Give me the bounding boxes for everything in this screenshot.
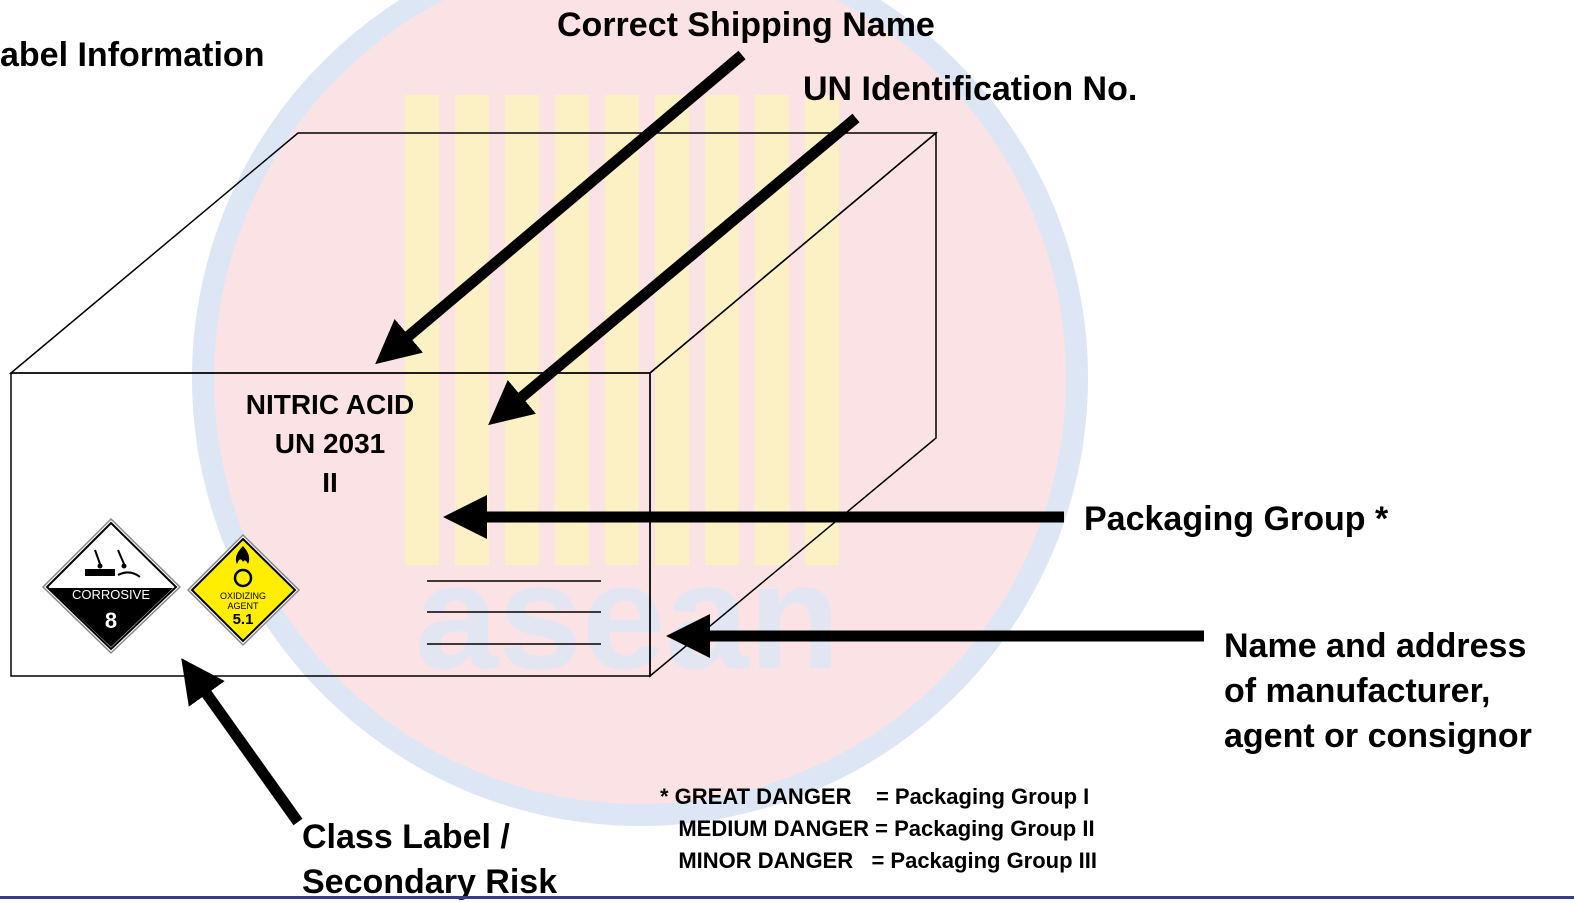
callout-manufacturer-line3: agent or consignor [1224, 717, 1532, 755]
callout-class-label-line2: Secondary Risk [302, 863, 558, 901]
arrow-shipping-name [375, 50, 746, 365]
address-lines [427, 580, 601, 645]
legend-line-2: MEDIUM DANGER = Packaging Group II [660, 816, 1095, 841]
callout-manufacturer-line2: of manufacturer, [1224, 672, 1491, 710]
callout-un-number: UN Identification No. [803, 70, 1138, 108]
flame-over-circle-icon [233, 546, 253, 588]
marking-packaging-group: II [322, 467, 338, 498]
corrosive-class-number: 8 [105, 608, 117, 633]
oxidizer-label-text-line1: OXIDIZING [220, 591, 266, 601]
callout-packaging-group: Packaging Group * [1084, 500, 1389, 538]
oxidizer-label-text-line2: AGENT [227, 601, 259, 611]
marking-un-number: UN 2031 [274, 428, 386, 459]
legend-line-3: MINOR DANGER = Packaging Group III [660, 848, 1098, 873]
corrosive-class-8-label: CORROSIVE 8 [41, 517, 182, 655]
asean-wordmark: asean [415, 532, 840, 700]
callout-arrows [181, 50, 1204, 826]
bottom-rule [0, 896, 1574, 899]
callout-shipping-name: Correct Shipping Name [557, 6, 935, 44]
legend-line-1: * GREAT DANGER = Packaging Group I [660, 784, 1090, 809]
page-title: abel Information [0, 36, 265, 74]
arrow-class-label [181, 658, 303, 826]
asean-watermark: asean [192, 0, 1088, 826]
callout-class-label-line1: Class Label / [302, 818, 510, 856]
package-box [8, 131, 939, 678]
corrosive-label-text: CORROSIVE [72, 587, 150, 602]
oxidizer-class-5-1-label: OXIDIZING AGENT 5.1 [186, 533, 301, 647]
oxidizer-class-number: 5.1 [233, 611, 254, 628]
arrow-un-number [488, 113, 860, 426]
corrosive-symbol-icon [85, 549, 141, 578]
marking-shipping-name: NITRIC ACID [245, 389, 415, 420]
callout-manufacturer-line1: Name and address [1224, 627, 1527, 665]
